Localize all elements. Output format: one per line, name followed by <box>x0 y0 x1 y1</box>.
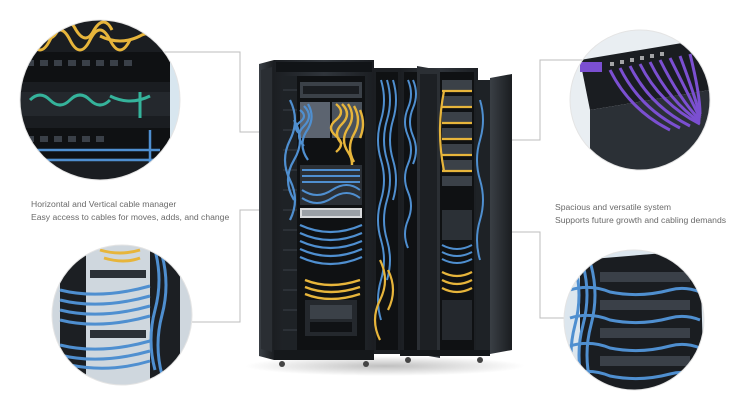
cable-manager-closeup-image <box>20 20 180 180</box>
caption-right: Spacious and versatile system Supports f… <box>555 201 726 227</box>
caption-right-line-1: Spacious and versatile system <box>555 202 672 212</box>
caption-left-line-2: Easy access to cables for moves, adds, a… <box>31 212 230 222</box>
rack-right <box>400 66 512 363</box>
caption-right-line-2: Supports future growth and cabling deman… <box>555 215 727 225</box>
blue-patch-cables-closeup-image <box>564 250 704 390</box>
cable-bundles-closeup-image <box>52 245 192 385</box>
caption-left-line-1: Horizontal and Vertical cable manager <box>31 199 177 209</box>
patch-panel-closeup-image <box>570 30 710 170</box>
caption-left: Horizontal and Vertical cable manager Ea… <box>31 198 229 224</box>
rack-middle-manager <box>373 68 400 354</box>
rack-left <box>259 60 374 367</box>
rack-shadow <box>245 356 525 376</box>
